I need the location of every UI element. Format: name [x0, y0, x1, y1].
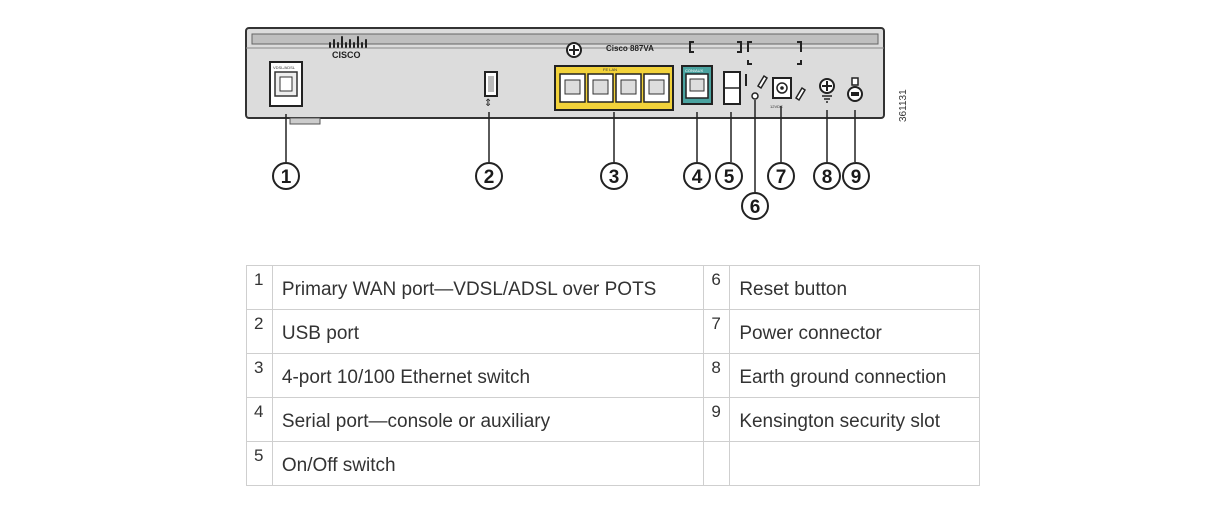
earth-ground-icon: [819, 78, 835, 103]
console-port-label: CON/AUX: [685, 68, 704, 73]
legend-number: 3: [246, 353, 273, 398]
model-label: Cisco 887VA: [606, 44, 654, 53]
legend-description: USB port: [271, 309, 705, 354]
callout-3: 3: [600, 162, 628, 190]
callout-1: 1: [272, 162, 300, 190]
brand-name: CISCO: [332, 50, 361, 60]
table-row: 2 USB port 7 Power connector: [246, 309, 980, 354]
callout-6-label: 6: [750, 197, 761, 218]
power-switch: [723, 71, 747, 105]
legend-number: 7: [703, 309, 731, 354]
callout-4-label: 4: [692, 167, 703, 188]
callout-7-label: 7: [776, 167, 787, 188]
legend-description: Kensington security slot: [729, 397, 980, 442]
callout-3-label: 3: [609, 167, 620, 188]
legend-description: [729, 441, 980, 486]
legend-number: 2: [246, 309, 273, 354]
legend-number: 5: [246, 441, 273, 486]
table-row: 5 On/Off switch: [246, 441, 980, 486]
legend-description: Reset button: [729, 265, 980, 310]
legend-number: 9: [703, 397, 731, 442]
wan-port: VDSL/ADSL: [269, 61, 303, 107]
led-bracket-marks: [689, 41, 802, 65]
callout-2-label: 2: [484, 167, 495, 188]
usb-icon: ⇕: [484, 98, 492, 109]
callout-9-label: 9: [851, 167, 862, 188]
ethernet-switch: FE LAN: [554, 65, 674, 111]
legend-description: On/Off switch: [271, 441, 705, 486]
usb-port: ⇕: [484, 71, 498, 109]
figure-id: 361131: [898, 89, 909, 122]
console-port: CON/AUX: [681, 65, 713, 105]
router-rear-panel-figure: CISCO Cisco 887VA VDSL/ADSL ⇕ FE LAN: [245, 27, 909, 220]
legend-description: Primary WAN port—VDSL/ADSL over POTS: [271, 265, 705, 310]
ethernet-port-2: [587, 73, 614, 103]
legend-number: [703, 441, 731, 486]
callout-4: 4: [683, 162, 711, 190]
legend-description: Power connector: [729, 309, 980, 354]
callout-2: 2: [475, 162, 503, 190]
ethernet-port-1: [559, 73, 586, 103]
legend-description: Earth ground connection: [729, 353, 980, 398]
callout-legend-table: 1 Primary WAN port—VDSL/ADSL over POTS 6…: [246, 265, 980, 486]
callout-8-label: 8: [822, 167, 833, 188]
table-row: 1 Primary WAN port—VDSL/ADSL over POTS 6…: [246, 265, 980, 310]
power-connector: 12VDC: [770, 77, 807, 109]
legend-number: 4: [246, 397, 273, 442]
table-row: 4 Serial port—console or auxiliary 9 Ken…: [246, 397, 980, 442]
top-screw-icon: [566, 42, 582, 58]
legend-number: 1: [246, 265, 273, 310]
power-label: 12VDC: [770, 104, 783, 109]
callout-6: 6: [741, 192, 769, 220]
reset-button: [751, 74, 769, 100]
legend-description: Serial port—console or auxiliary: [271, 397, 705, 442]
callout-1-label: 1: [281, 167, 292, 188]
callout-5: 5: [715, 162, 743, 190]
callout-5-label: 5: [724, 167, 735, 188]
ethernet-port-3: [615, 73, 642, 103]
legend-number: 6: [703, 265, 731, 310]
callout-8: 8: [813, 162, 841, 190]
callout-7: 7: [767, 162, 795, 190]
lan-label: FE LAN: [603, 67, 617, 72]
cisco-logo: CISCO: [329, 36, 367, 60]
callout-9: 9: [842, 162, 870, 190]
wan-port-label: VDSL/ADSL: [273, 65, 296, 70]
kensington-slot-icon: [847, 77, 863, 102]
table-row: 3 4-port 10/100 Ethernet switch 8 Earth …: [246, 353, 980, 398]
legend-number: 8: [703, 353, 731, 398]
ethernet-port-4: [643, 73, 670, 103]
legend-description: 4-port 10/100 Ethernet switch: [271, 353, 705, 398]
callout-leaders: [285, 100, 856, 192]
